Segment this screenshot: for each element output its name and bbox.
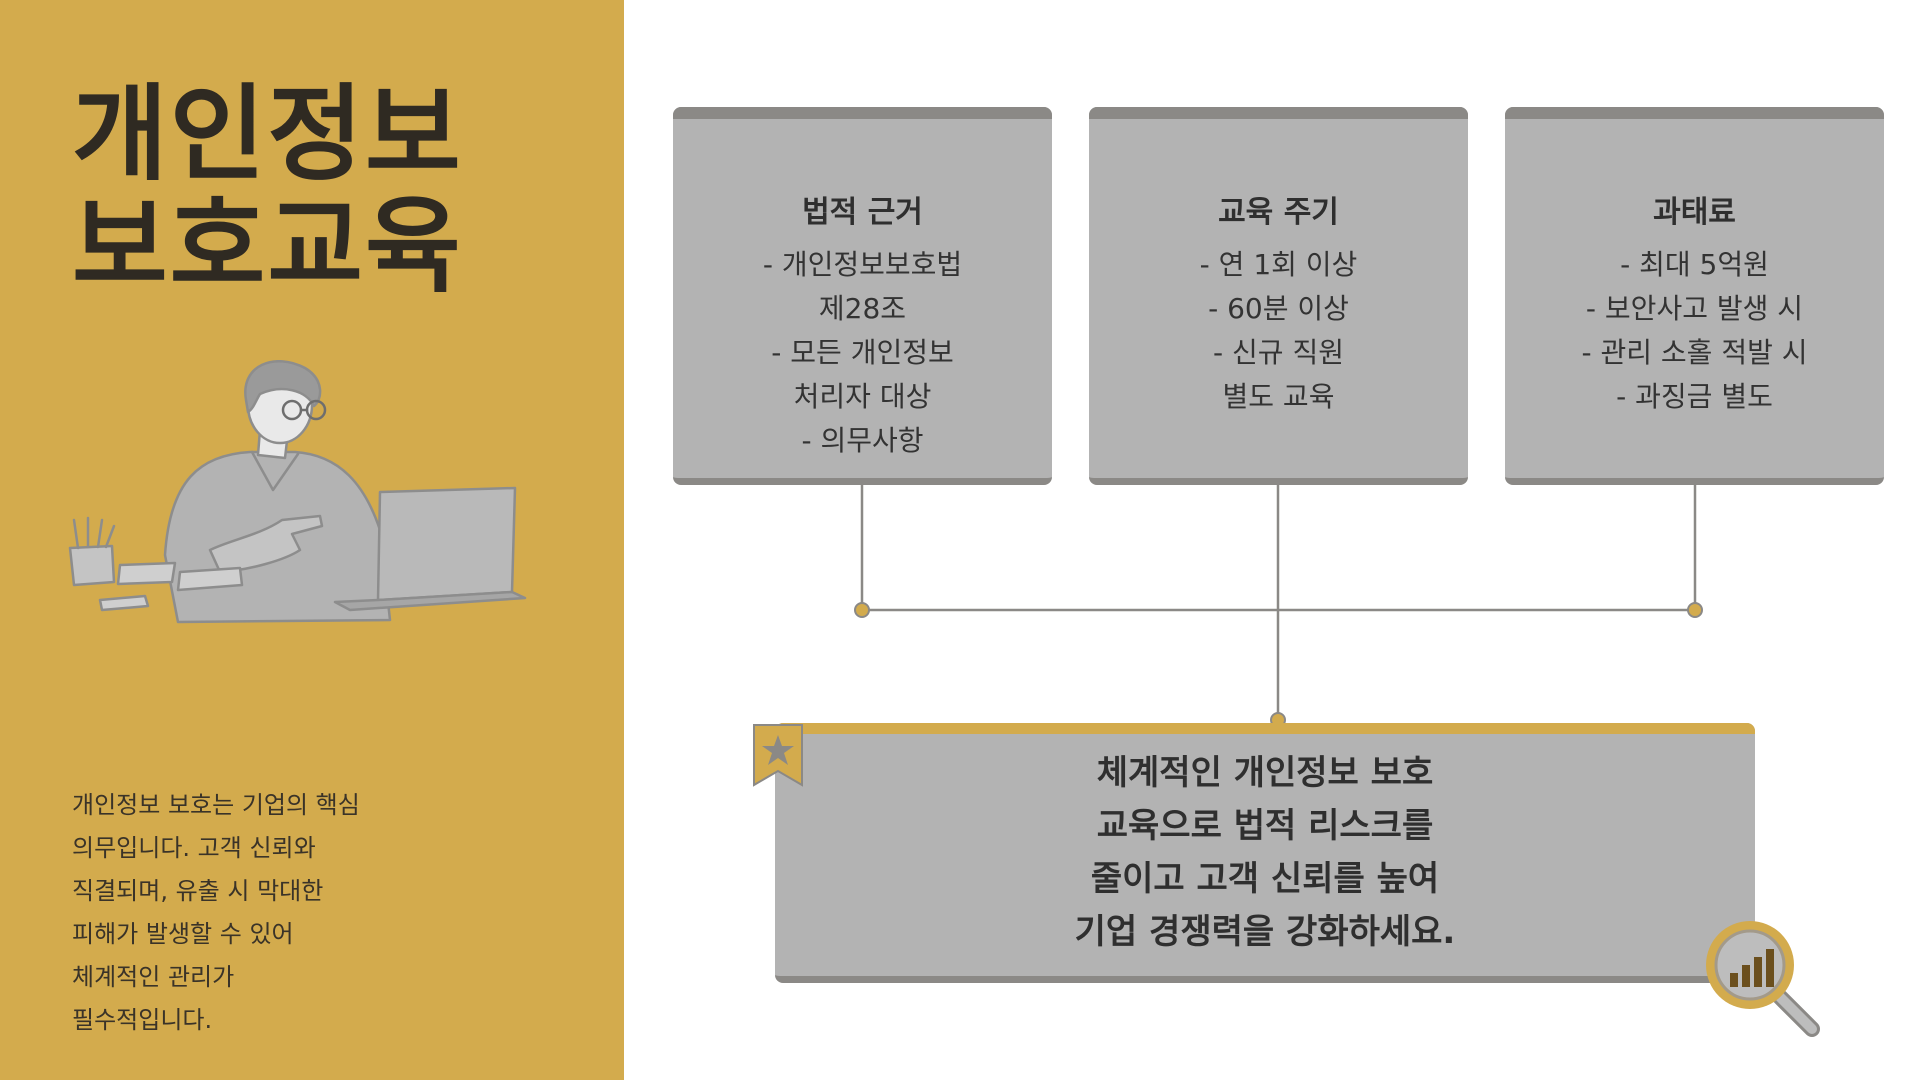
description-text: 개인정보 보호는 기업의 핵심 의무입니다. 고객 신뢰와 직결되며, 유출 시… — [72, 791, 360, 1034]
card-line: 처리자 대상 — [793, 380, 932, 413]
left-panel: 개인정보 보호교육 — [0, 0, 624, 1080]
summary-text: 체계적인 개인정보 보호 교육으로 법적 리스크를 줄이고 고객 신뢰를 높여 … — [835, 747, 1695, 959]
magnifier-chart-icon — [1706, 921, 1820, 1037]
connector-dot — [1687, 602, 1703, 618]
card-line: - 의무사항 — [801, 424, 924, 457]
summary-line: 교육으로 법적 리스크를 — [1096, 806, 1434, 846]
card-legal-basis: 법적 근거 - 개인정보보호법 제28조 - 모든 개인정보 처리자 대상 - … — [673, 107, 1052, 485]
person-with-laptop-illustration — [68, 360, 527, 624]
star-ribbon-icon — [753, 724, 803, 787]
card-line: 별도 교육 — [1222, 380, 1335, 413]
summary-box: 체계적인 개인정보 보호 교육으로 법적 리스크를 줄이고 고객 신뢰를 높여 … — [775, 723, 1755, 983]
card-line: - 과징금 별도 — [1616, 380, 1773, 413]
card-line: - 신규 직원 — [1213, 336, 1344, 369]
card-line: - 최대 5억원 — [1620, 248, 1769, 281]
summary-line: 줄이고 고객 신뢰를 높여 — [1090, 859, 1440, 899]
card-line: - 관리 소홀 적발 시 — [1581, 336, 1808, 369]
summary-line: 기업 경쟁력을 강화하세요. — [1074, 912, 1456, 952]
card-lines: - 최대 5억원 - 보안사고 발생 시 - 관리 소홀 적발 시 - 과징금 … — [1525, 243, 1864, 419]
title-line: 보호교육 — [72, 185, 463, 307]
card-title: 법적 근거 — [802, 195, 923, 230]
card-line: - 연 1회 이상 — [1199, 248, 1358, 281]
card-line: - 60분 이상 — [1208, 292, 1349, 325]
card-lines: - 개인정보보호법 제28조 - 모든 개인정보 처리자 대상 - 의무사항 — [693, 243, 1032, 463]
card-title: 과태료 — [1653, 195, 1736, 230]
card-training-cycle: 교육 주기 - 연 1회 이상 - 60분 이상 - 신규 직원 별도 교육 — [1089, 107, 1468, 485]
card-lines: - 연 1회 이상 - 60분 이상 - 신규 직원 별도 교육 — [1109, 243, 1448, 419]
card-line: - 보안사고 발생 시 — [1585, 292, 1804, 325]
page-title: 개인정보 보호교육 — [72, 78, 463, 302]
connector-dot — [854, 602, 870, 618]
card-title: 교육 주기 — [1218, 195, 1339, 230]
card-line: - 개인정보보호법 — [762, 248, 963, 281]
card-penalty: 과태료 - 최대 5억원 - 보안사고 발생 시 - 관리 소홀 적발 시 - … — [1505, 107, 1884, 485]
card-line: 제28조 — [818, 292, 907, 325]
card-line: - 모든 개인정보 — [771, 336, 954, 369]
title-line: 개인정보 — [72, 73, 463, 195]
summary-line: 체계적인 개인정보 보호 — [1096, 753, 1434, 793]
